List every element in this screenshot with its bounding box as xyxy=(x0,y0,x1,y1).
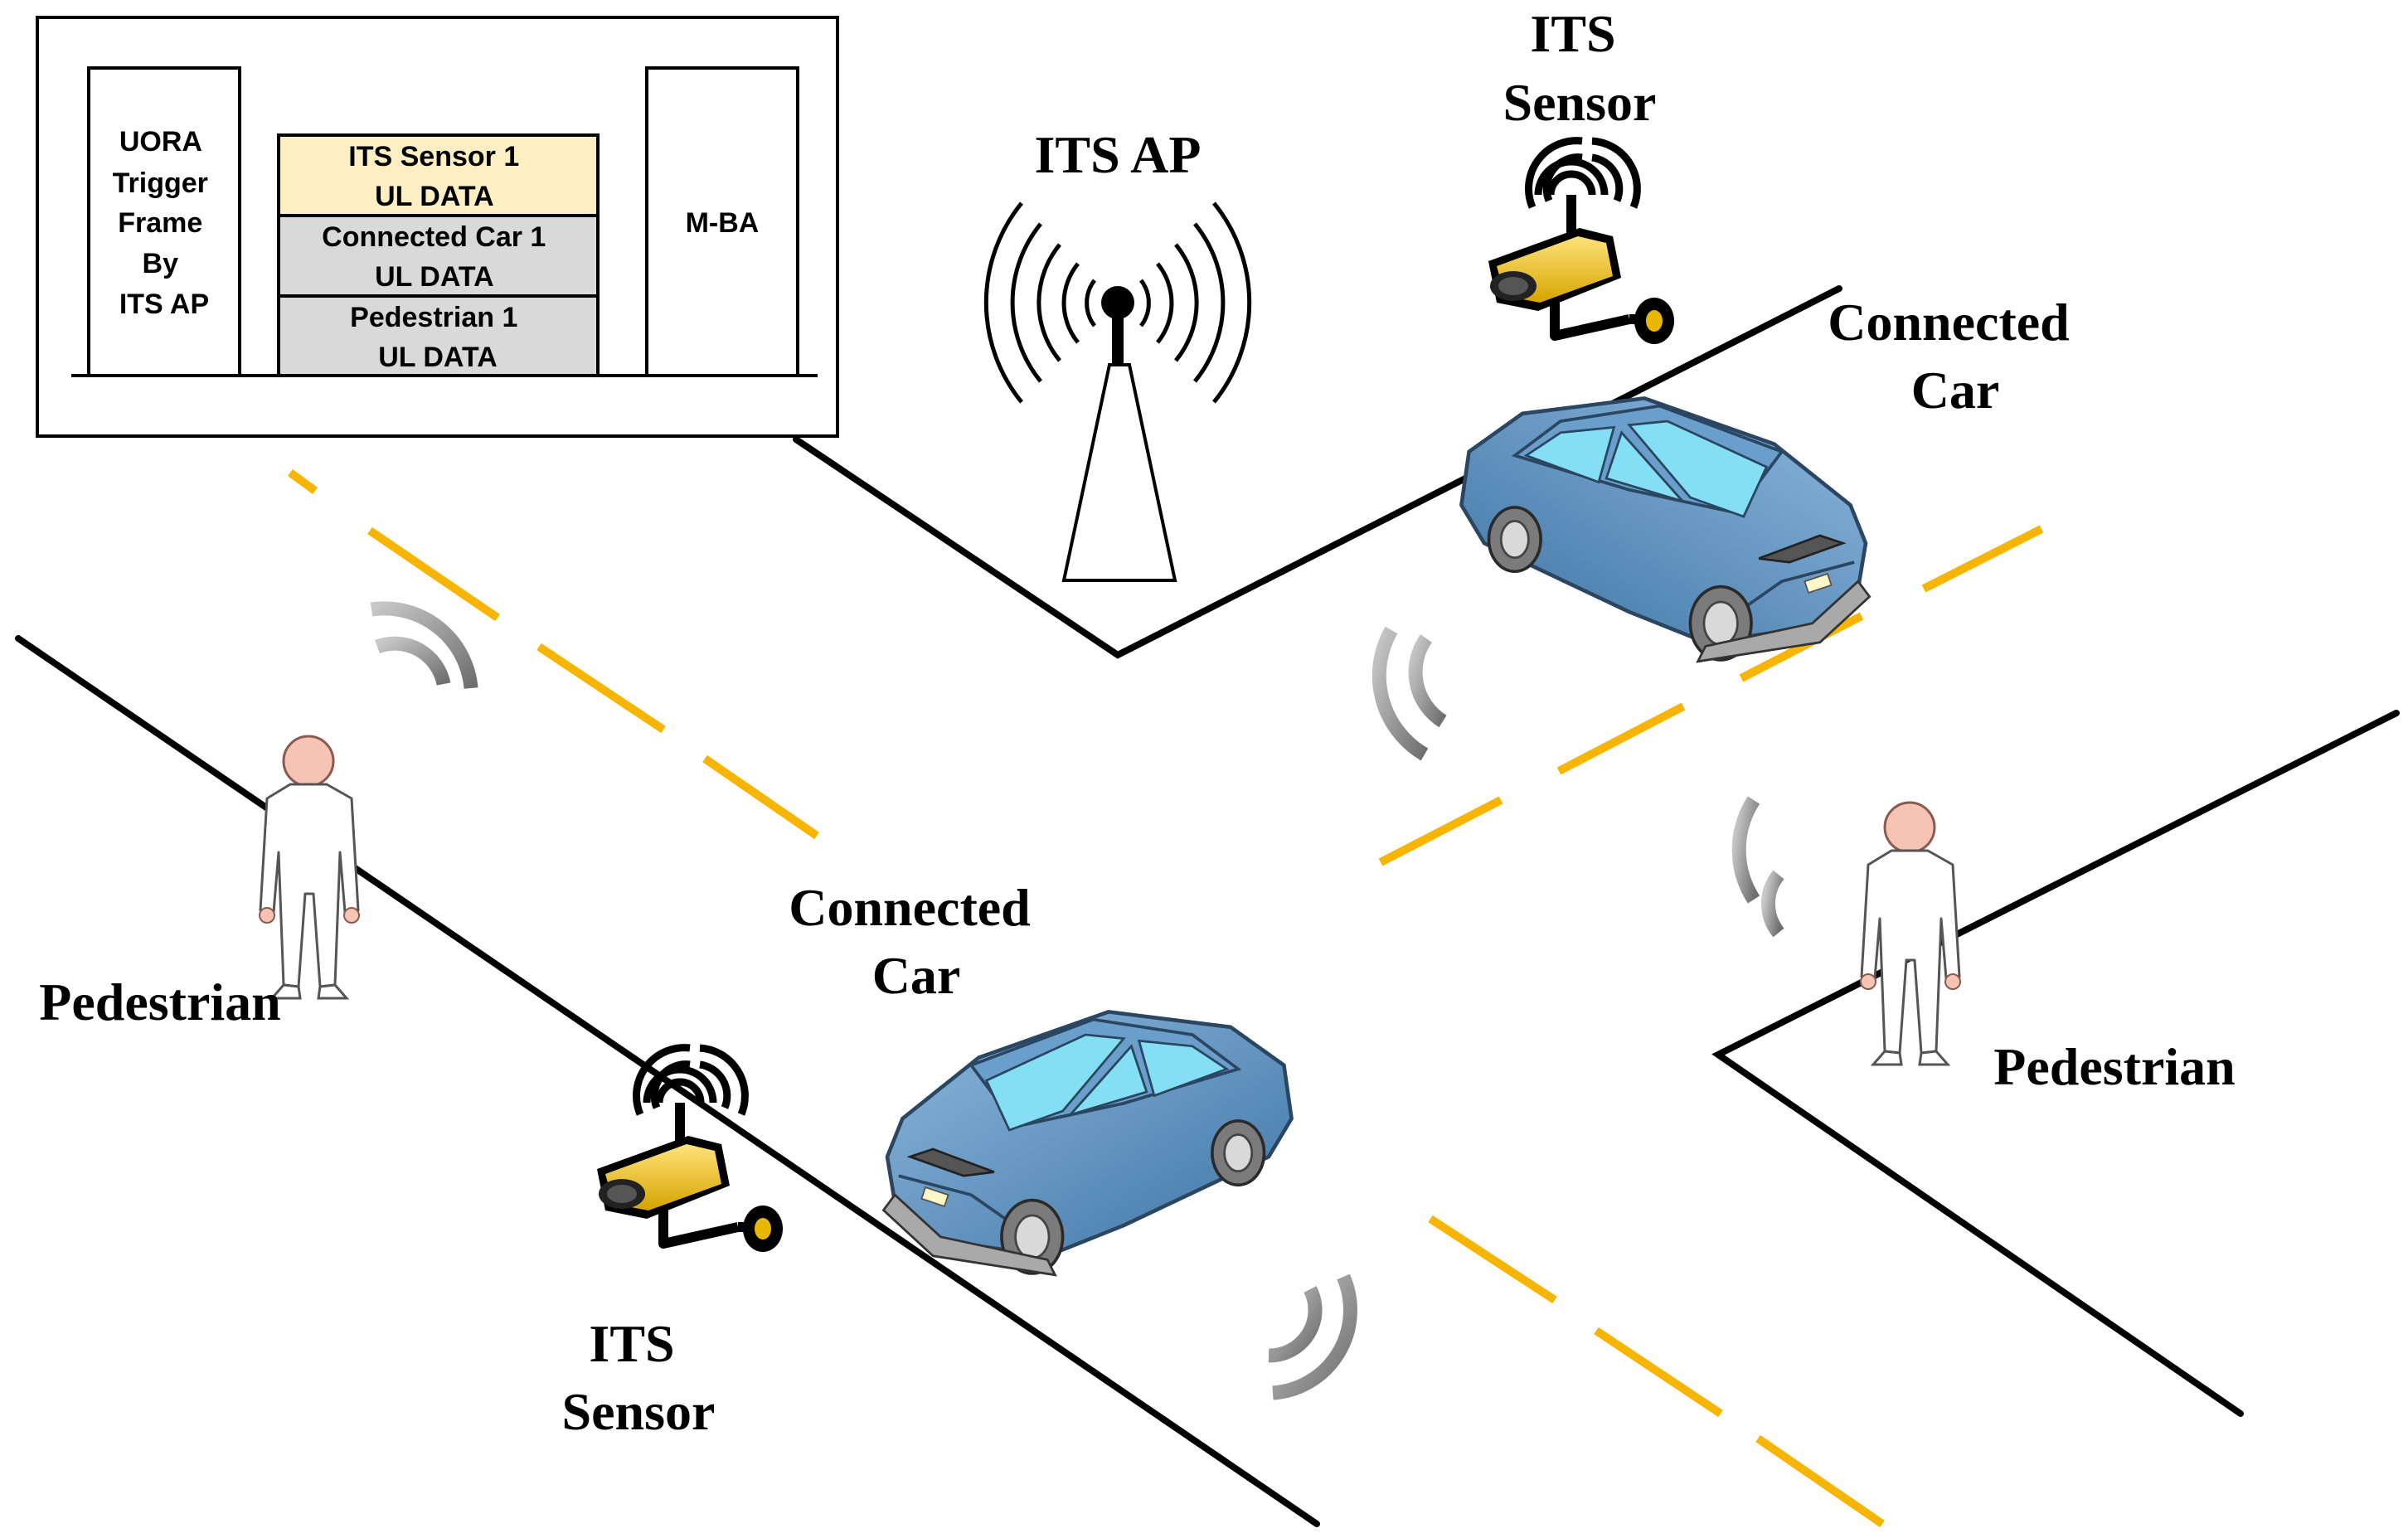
svg-text:UORA Trigger Frame: UORA Trigger Frame By ITS AP xyxy=(113,126,216,320)
ul-slot-pedestrian xyxy=(277,294,600,377)
lane-dash xyxy=(1378,796,1503,866)
lane-dash xyxy=(1755,1434,1885,1528)
trigger-frame-block xyxy=(87,66,241,377)
its-ap-tower: ITS AP xyxy=(983,125,1252,582)
sensor-top-label-line: ITS xyxy=(1530,4,1615,63)
svg-text:Connected Car: Connected Car xyxy=(789,878,1044,1005)
antenna-icon xyxy=(1101,286,1134,319)
pedestrian-right-signal-icon xyxy=(1731,796,1784,938)
tower-mast xyxy=(1112,308,1124,366)
road-edge-right xyxy=(1711,710,2400,1417)
car-icon xyxy=(883,1011,1291,1274)
svg-text:ITS Sensor: ITS Sensor xyxy=(562,1314,716,1441)
trigger-label-line: Frame xyxy=(118,207,202,239)
slot-title: ITS Sensor 1 xyxy=(348,141,519,172)
sensor-camera-icon xyxy=(597,1061,783,1252)
svg-text:ITS Sensor 1 UL DATA: ITS Sensor 1 UL DATA Connected Car 1 UL … xyxy=(322,141,554,373)
trigger-label-line: By xyxy=(143,248,179,279)
sensor-bottom-label-line: Sensor xyxy=(562,1382,716,1441)
sensor-top-label-line: Sensor xyxy=(1503,73,1657,132)
mba-label: M-BA xyxy=(686,207,760,239)
lane-dash xyxy=(1921,525,2044,593)
slot-subtitle: UL DATA xyxy=(375,261,493,293)
road-edge-left xyxy=(15,635,1320,1527)
its-ap-label: ITS AP xyxy=(1035,125,1202,184)
road-lines xyxy=(15,285,2400,1527)
sensor-camera-icon xyxy=(1488,153,1674,344)
slot-subtitle: UL DATA xyxy=(378,342,498,373)
pedestrian-left: Pedestrian xyxy=(39,735,361,1031)
pedestrian-left-label: Pedestrian xyxy=(39,973,281,1031)
person-icon xyxy=(1859,801,1962,1066)
broadcast-waves-icon xyxy=(983,201,1252,404)
lane-dash xyxy=(1428,1215,1557,1304)
lane-dash xyxy=(1739,612,1864,682)
its-sensor-bottom: ITS Sensor xyxy=(562,1044,783,1441)
its-sensor-top: ITS Sensor xyxy=(1488,4,1674,344)
ul-slot-its-sensor xyxy=(277,133,600,217)
sensor-bottom-label-line: ITS xyxy=(589,1314,674,1373)
car-right-label-line: Car xyxy=(1911,361,2000,420)
lane-markings xyxy=(288,468,2044,1528)
svg-text:ITS Sensor: ITS Sensor xyxy=(1503,4,1657,132)
lane-dash xyxy=(288,468,318,495)
lane-dash xyxy=(1556,702,1686,775)
connected-car-right: Connected Car xyxy=(1371,293,2083,761)
car-center-signal-icon xyxy=(1268,1273,1357,1400)
car-right-label-line: Connected xyxy=(1828,293,2070,352)
person-icon xyxy=(258,735,361,1000)
connected-car-center: Connected Car xyxy=(789,878,1357,1400)
lane-dash xyxy=(367,526,500,622)
lane-dash xyxy=(1594,1327,1723,1418)
car-center-label-line: Connected xyxy=(789,878,1031,937)
trigger-label-line: UORA xyxy=(119,126,202,158)
signal-arcs-left xyxy=(370,601,478,689)
lane-dash xyxy=(536,643,666,734)
pedestrian-right: Pedestrian xyxy=(1731,796,2236,1096)
slot-title: Pedestrian 1 xyxy=(350,302,517,333)
pedestrian-right-label: Pedestrian xyxy=(1993,1037,2236,1096)
slot-subtitle: UL DATA xyxy=(375,181,493,212)
frame-exchange-box: UORA Trigger Frame By ITS AP ITS Sensor … xyxy=(36,16,839,438)
car-right-signal-icon xyxy=(1371,626,1447,761)
car-center-label-line: Car xyxy=(872,946,961,1005)
trigger-label-line: ITS AP xyxy=(119,289,209,320)
mba-block xyxy=(645,66,799,377)
tower-body-icon xyxy=(1061,363,1177,582)
slot-title: Connected Car 1 xyxy=(322,221,546,253)
ul-slot-connected-car xyxy=(277,214,600,298)
svg-text:Connected Car: Connected Car xyxy=(1828,293,2083,420)
car-icon xyxy=(1461,398,1869,661)
lane-dash xyxy=(702,754,819,840)
trigger-label-line: Trigger xyxy=(113,167,208,199)
